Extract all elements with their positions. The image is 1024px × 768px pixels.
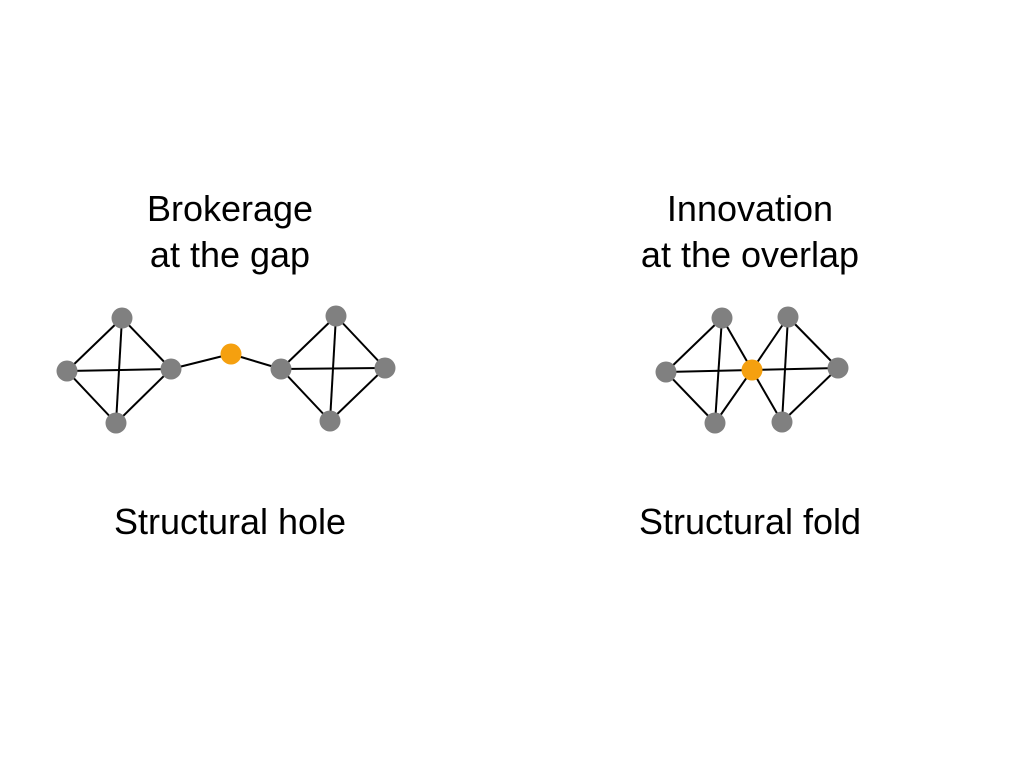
structural-hole-edges — [66, 315, 386, 424]
network-node — [325, 305, 347, 327]
network-node — [771, 411, 793, 433]
network-node — [111, 307, 133, 329]
structural-fold-caption: Structural fold — [638, 501, 862, 542]
edge — [280, 367, 386, 370]
edge — [751, 316, 789, 371]
structural-fold-nodes — [655, 306, 849, 434]
network-node — [704, 412, 726, 434]
edge — [781, 367, 839, 423]
network-node — [374, 357, 396, 379]
edge — [66, 368, 172, 372]
edge — [121, 317, 172, 370]
edge — [66, 317, 123, 372]
edge — [665, 369, 753, 373]
structural-hole-network — [56, 305, 396, 434]
structural-fold-panel: Innovation at the overlap Structural fol… — [550, 0, 950, 768]
edge — [335, 315, 386, 369]
edge — [751, 367, 839, 371]
structural-fold-heading: Innovation at the overlap — [550, 186, 950, 278]
structural-fold-heading-line2: at the overlap — [640, 234, 860, 275]
network-node — [827, 357, 849, 379]
network-node — [777, 306, 799, 328]
network-node — [160, 358, 182, 380]
structural-hole-panel: Brokerage at the gap Structural hole — [30, 0, 430, 768]
broker-node — [220, 343, 242, 365]
edge — [665, 317, 723, 373]
edge — [280, 368, 331, 422]
structural-hole-heading: Brokerage at the gap — [30, 186, 430, 278]
structural-fold-heading-line1: Innovation — [666, 188, 834, 229]
structural-hole-caption: Structural hole — [113, 501, 347, 542]
structural-hole-heading-line2: at the gap — [149, 234, 311, 275]
network-node — [319, 410, 341, 432]
edge — [787, 316, 839, 369]
broker-node — [741, 359, 763, 381]
edge — [665, 371, 716, 424]
edge — [280, 315, 337, 370]
structural-hole-nodes — [56, 305, 396, 434]
network-node — [270, 358, 292, 380]
network-node — [105, 412, 127, 434]
edge — [714, 369, 753, 424]
network-node — [56, 360, 78, 382]
edge — [115, 368, 172, 424]
edge — [329, 367, 386, 422]
structural-hole-heading-line1: Brokerage — [146, 188, 314, 229]
network-node — [655, 361, 677, 383]
network-node — [711, 307, 733, 329]
edge — [66, 370, 117, 424]
structural-fold-network — [655, 306, 849, 434]
